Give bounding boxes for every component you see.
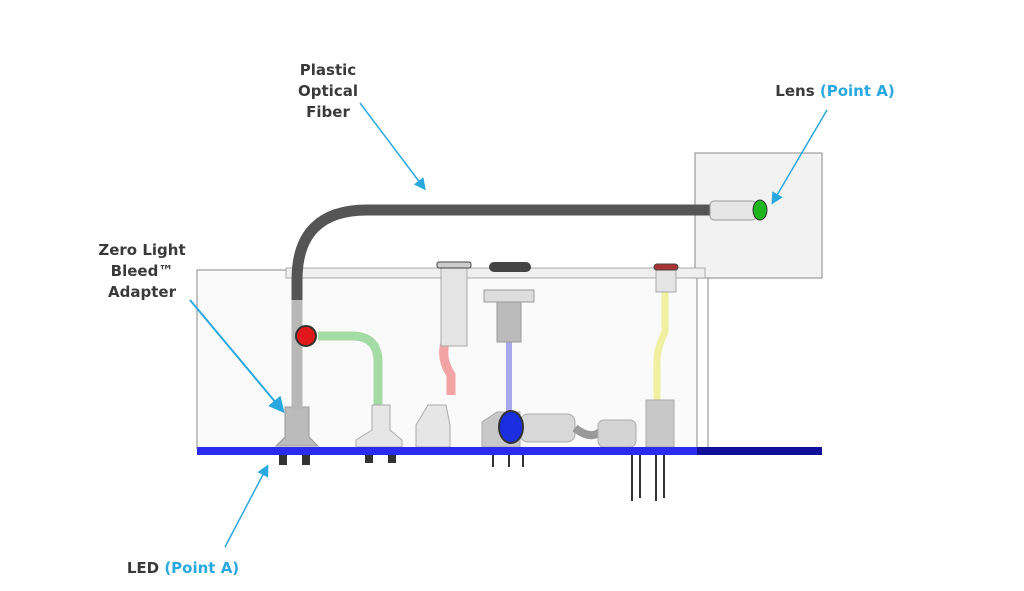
red-indicator-top bbox=[653, 263, 679, 271]
lens-label-text: Lens bbox=[775, 82, 815, 100]
led-label-text: LED bbox=[126, 559, 160, 577]
fiber-label-line: Optical bbox=[298, 82, 358, 100]
lens-holder bbox=[709, 200, 757, 221]
panel-mount-bezel bbox=[489, 262, 531, 272]
led-label-point: (Point A) bbox=[164, 559, 240, 577]
adapter-label-line: Zero Light bbox=[98, 241, 186, 259]
green-light-pipe bbox=[318, 331, 383, 410]
lens-arrow bbox=[771, 109, 828, 205]
adapter-label-line: Bleed™ bbox=[110, 262, 174, 280]
pcb-pins bbox=[279, 455, 665, 501]
adapter-arrow bbox=[189, 299, 285, 414]
lens-label-point: (Point A) bbox=[819, 82, 895, 100]
fiber-arrow bbox=[359, 102, 426, 191]
lens-label: Lens (Point A) bbox=[770, 81, 900, 102]
yellow-light-pipe bbox=[653, 292, 669, 400]
red-pipe-holder bbox=[440, 263, 468, 347]
led-label: LED (Point A) bbox=[118, 558, 248, 579]
blue-led bbox=[498, 410, 524, 444]
red-led bbox=[295, 325, 317, 347]
adapter-base bbox=[274, 406, 320, 447]
fiber-label: Plastic Optical Fiber bbox=[278, 60, 378, 123]
pcb bbox=[197, 447, 697, 455]
led-arrow bbox=[224, 464, 269, 548]
fiber-label-line: Plastic bbox=[299, 61, 357, 79]
lens-green bbox=[752, 199, 768, 221]
adapter-label: Zero Light Bleed™ Adapter bbox=[92, 240, 192, 303]
adapter-label-line: Adapter bbox=[108, 283, 176, 301]
fiber-label-line: Fiber bbox=[306, 103, 350, 121]
plastic-optical-fiber bbox=[291, 204, 712, 300]
pcb-dark bbox=[697, 447, 822, 455]
